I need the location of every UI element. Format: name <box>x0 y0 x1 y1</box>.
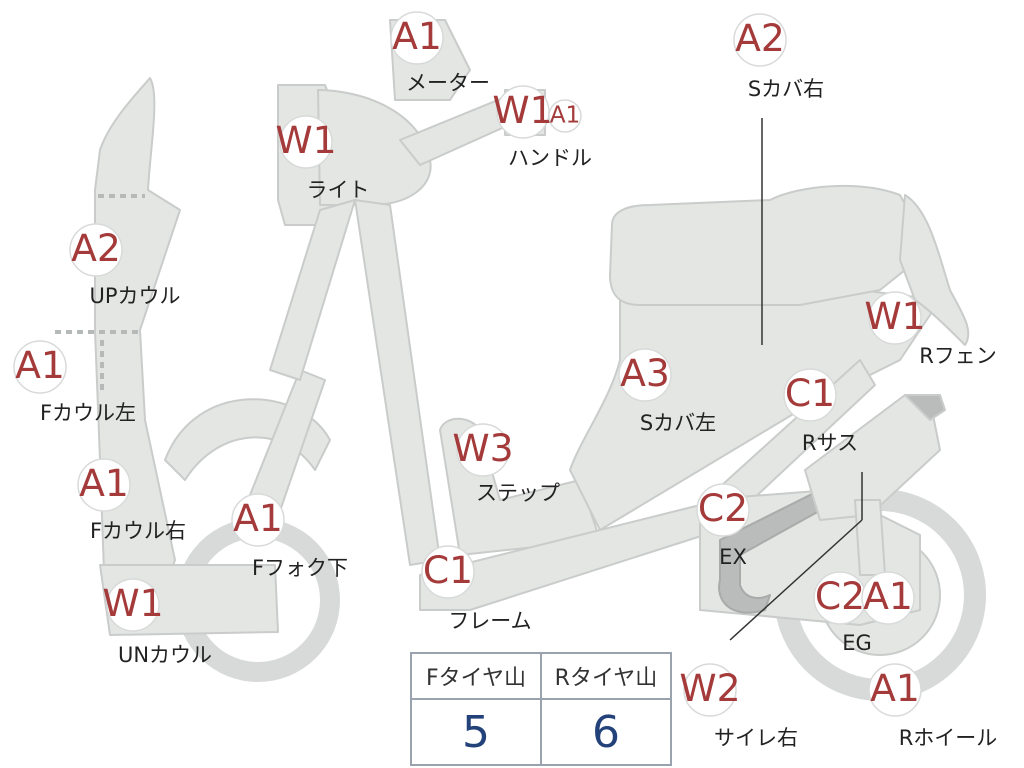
light-label: ライト <box>307 178 370 202</box>
frame-grade: C1 <box>423 548 473 592</box>
s-cover-left-label: Sカバ左 <box>640 411 716 435</box>
f-fork-lower-badge <box>231 493 285 547</box>
silencer-right-label: サイレ右 <box>714 726 798 750</box>
handle-label: ハンドル <box>508 146 592 170</box>
f-fork-lower-grade: A1 <box>233 496 283 540</box>
un-cowl-label: UNカウル <box>118 643 212 667</box>
front-tire-header: Fタイヤ山 <box>412 654 542 700</box>
f-cowl-left-grade: A1 <box>15 343 65 387</box>
tire-table-header-row: Fタイヤ山 Rタイヤ山 <box>412 654 670 700</box>
f-cowl-right-badge <box>77 458 131 512</box>
silencer-right-badge <box>683 663 737 717</box>
engine-secondary-badge <box>861 571 915 625</box>
rear-tire-value: 6 <box>592 706 620 758</box>
meter-grade: A1 <box>392 14 442 58</box>
up-cowl-badge <box>69 223 123 277</box>
frame-badge <box>421 545 475 599</box>
light-grade: W1 <box>275 118 336 162</box>
r-fender-label: Rフェン <box>919 344 997 368</box>
f-fork-lower-label: Fフォク下 <box>252 556 348 580</box>
up-cowl-grade: A2 <box>71 226 121 270</box>
front-tire-value: 5 <box>412 700 542 764</box>
exhaust-grade: C2 <box>698 486 748 530</box>
s-cover-left-grade: A3 <box>620 351 670 395</box>
f-cowl-left-badge <box>13 340 67 394</box>
frame-label: フレーム <box>448 609 531 633</box>
step-badge <box>456 423 510 477</box>
f-cowl-right-label: Fカウル右 <box>90 519 186 543</box>
step-label: ステップ <box>476 481 560 505</box>
s-cover-right-badge <box>733 13 787 67</box>
un-cowl-badge <box>106 578 160 632</box>
leader-lines <box>729 118 863 641</box>
meter-label: メーター <box>406 71 490 95</box>
part-callouts: A1メーターW1A1ハンドルW1ライトA2Sカバ右A2UPカウルA1Fカウル左A… <box>13 11 998 750</box>
f-cowl-right-grade: A1 <box>79 461 129 505</box>
engine-grade: C2 <box>815 574 865 618</box>
r-suspension-grade: C1 <box>785 371 835 415</box>
exhaust-label: EX <box>719 545 747 569</box>
step-grade: W3 <box>452 426 513 470</box>
handle-secondary-grade: A1 <box>550 102 581 129</box>
un-cowl-grade: W1 <box>102 581 163 625</box>
s-cover-right-grade: A2 <box>735 16 785 60</box>
handle-secondary-badge <box>548 99 582 133</box>
r-wheel-badge <box>868 663 922 717</box>
r-suspension-label: Rサス <box>802 431 858 455</box>
rear-tire-header: Rタイヤ山 <box>542 654 670 700</box>
exhaust-badge <box>696 483 750 537</box>
r-wheel-label: Rホイール <box>899 726 998 750</box>
r-suspension-badge <box>783 368 837 422</box>
engine-label: EG <box>842 631 872 655</box>
meter-badge <box>390 11 444 65</box>
tire-table-value-row: 5 6 <box>412 700 670 764</box>
f-cowl-left-label: Fカウル左 <box>40 401 136 425</box>
r-fender-badge <box>868 291 922 345</box>
handle-grade: W1 <box>492 88 553 132</box>
s-cover-right-label: Sカバ右 <box>748 77 824 101</box>
silencer-right-grade: W2 <box>679 666 740 710</box>
up-cowl-label: UPカウル <box>89 284 180 308</box>
dashed-cuts <box>55 194 145 390</box>
light-badge <box>279 115 333 169</box>
r-wheel-grade: A1 <box>870 666 920 710</box>
r-fender-grade: W1 <box>864 294 925 338</box>
engine-secondary-grade: A1 <box>863 574 913 618</box>
tire-tread-table: Fタイヤ山 Rタイヤ山 5 6 <box>410 652 672 766</box>
s-cover-left-badge <box>618 348 672 402</box>
